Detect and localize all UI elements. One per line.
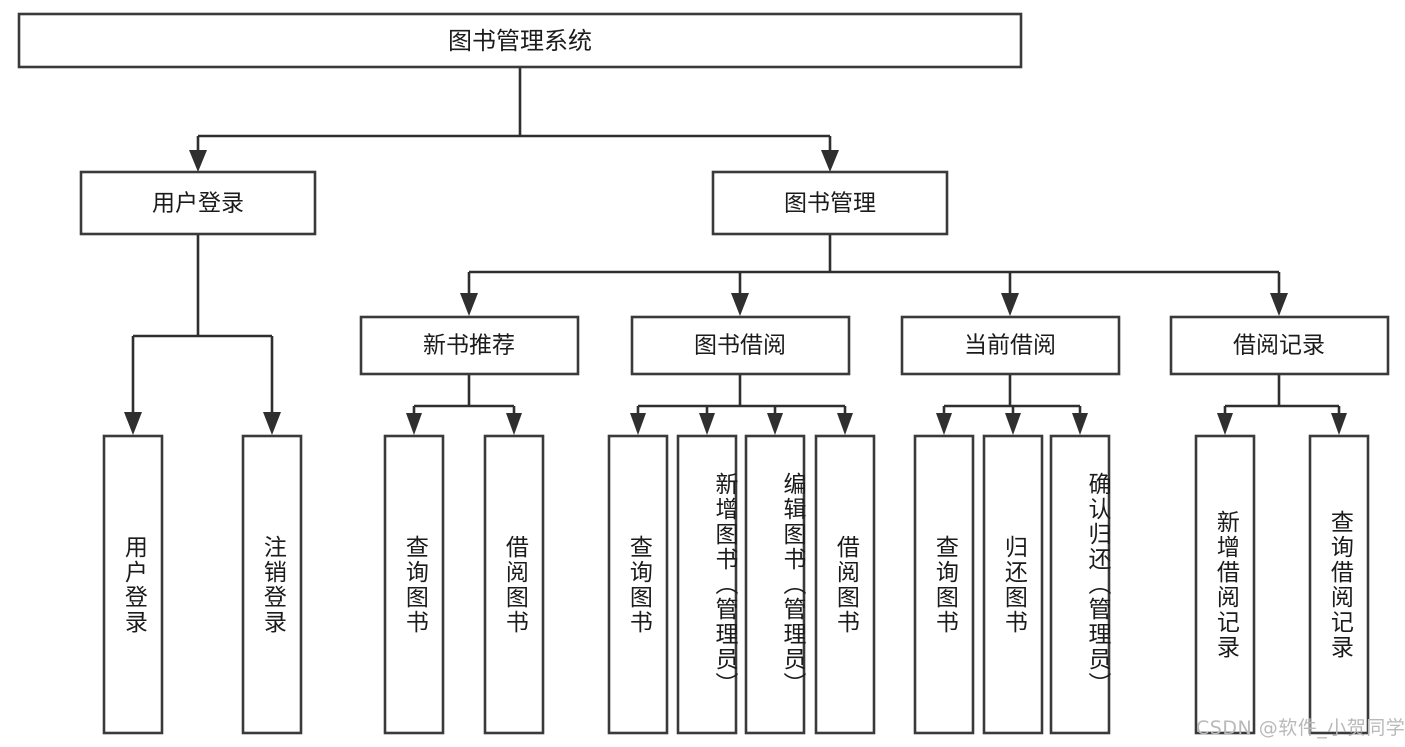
arrow-head-bb-leaf-3 bbox=[767, 413, 783, 435]
leaf-box-bb-edit-book[interactable] bbox=[744, 434, 806, 735]
node-book-manage[interactable]: 图书管理 bbox=[711, 170, 949, 236]
arrow-head-cb-leaf-3 bbox=[1072, 413, 1088, 435]
node-book-manage-label: 图书管理 bbox=[784, 191, 876, 217]
node-current-borrow-label: 当前借阅 bbox=[964, 333, 1056, 359]
leaf-box-logout[interactable] bbox=[241, 434, 303, 735]
node-borrow-record-label: 借阅记录 bbox=[1233, 333, 1325, 359]
arrow-head-cb-leaf-1 bbox=[936, 413, 952, 435]
node-new-book-label: 新书推荐 bbox=[423, 333, 515, 359]
leaf-box-nb-borrow-book[interactable] bbox=[483, 434, 545, 735]
leaf-box-cb-query-book[interactable] bbox=[913, 434, 975, 735]
leaf-box-group bbox=[102, 434, 1370, 735]
leaf-box-bb-query-book[interactable] bbox=[607, 434, 669, 735]
arrow-head-user-login bbox=[189, 150, 207, 172]
leaf-box-cb-confirm-return[interactable] bbox=[1049, 434, 1111, 735]
leaf-box-nb-query-book[interactable] bbox=[383, 434, 445, 735]
leaf-box-cb-return-book[interactable] bbox=[982, 434, 1044, 735]
node-borrow-record-box[interactable] bbox=[1169, 315, 1390, 376]
arrow-head-book-manage bbox=[821, 150, 839, 172]
arrow-head-bb-leaf-4 bbox=[837, 413, 853, 435]
node-current-borrow[interactable]: 当前借阅 bbox=[900, 315, 1121, 376]
node-root-box[interactable] bbox=[17, 12, 1023, 69]
arrow-head-br-leaf-1 bbox=[1217, 413, 1233, 435]
node-book-borrow-box[interactable] bbox=[630, 315, 851, 376]
node-book-manage-box[interactable] bbox=[711, 170, 949, 236]
leaf-box-br-add-record[interactable] bbox=[1194, 434, 1256, 735]
leaf-box-user-login[interactable] bbox=[102, 434, 164, 735]
arrow-head-nb-leaf-1 bbox=[406, 413, 422, 435]
leaf-box-br-query-record[interactable] bbox=[1308, 434, 1370, 735]
connector-group bbox=[124, 68, 1347, 435]
leaf-box-bb-add-book[interactable] bbox=[676, 434, 738, 735]
arrow-head-br-leaf-2 bbox=[1331, 413, 1347, 435]
node-root-label: 图书管理系统 bbox=[448, 27, 592, 55]
node-borrow-record[interactable]: 借阅记录 bbox=[1169, 315, 1390, 376]
arrow-head-leaf-logout bbox=[263, 412, 281, 435]
node-user-login[interactable]: 用户登录 bbox=[79, 170, 317, 236]
arrow-head-cb-leaf-2 bbox=[1005, 413, 1021, 435]
node-root[interactable]: 图书管理系统 bbox=[17, 12, 1023, 69]
arrow-head-borrow-record bbox=[1270, 293, 1288, 316]
node-user-login-box[interactable] bbox=[79, 170, 317, 236]
arrow-head-new-book bbox=[460, 293, 478, 316]
arrow-head-nb-leaf-2 bbox=[506, 413, 522, 435]
arrow-head-book-borrow bbox=[731, 293, 749, 316]
node-current-borrow-box[interactable] bbox=[900, 315, 1121, 376]
node-book-borrow[interactable]: 图书借阅 bbox=[630, 315, 851, 376]
arrow-head-bb-leaf-1 bbox=[630, 413, 646, 435]
node-new-book[interactable]: 新书推荐 bbox=[359, 315, 580, 376]
arrow-head-bb-leaf-2 bbox=[699, 413, 715, 435]
leaf-box-bb-borrow-book[interactable] bbox=[814, 434, 876, 735]
node-new-book-box[interactable] bbox=[359, 315, 580, 376]
node-user-login-label: 用户登录 bbox=[152, 191, 244, 217]
arrow-head-current-borrow bbox=[1001, 293, 1019, 316]
csdn-watermark: CSDN @软件_小贺同学 bbox=[1196, 717, 1405, 739]
arrow-head-leaf-user-login bbox=[124, 412, 142, 435]
node-book-borrow-label: 图书借阅 bbox=[694, 333, 786, 359]
